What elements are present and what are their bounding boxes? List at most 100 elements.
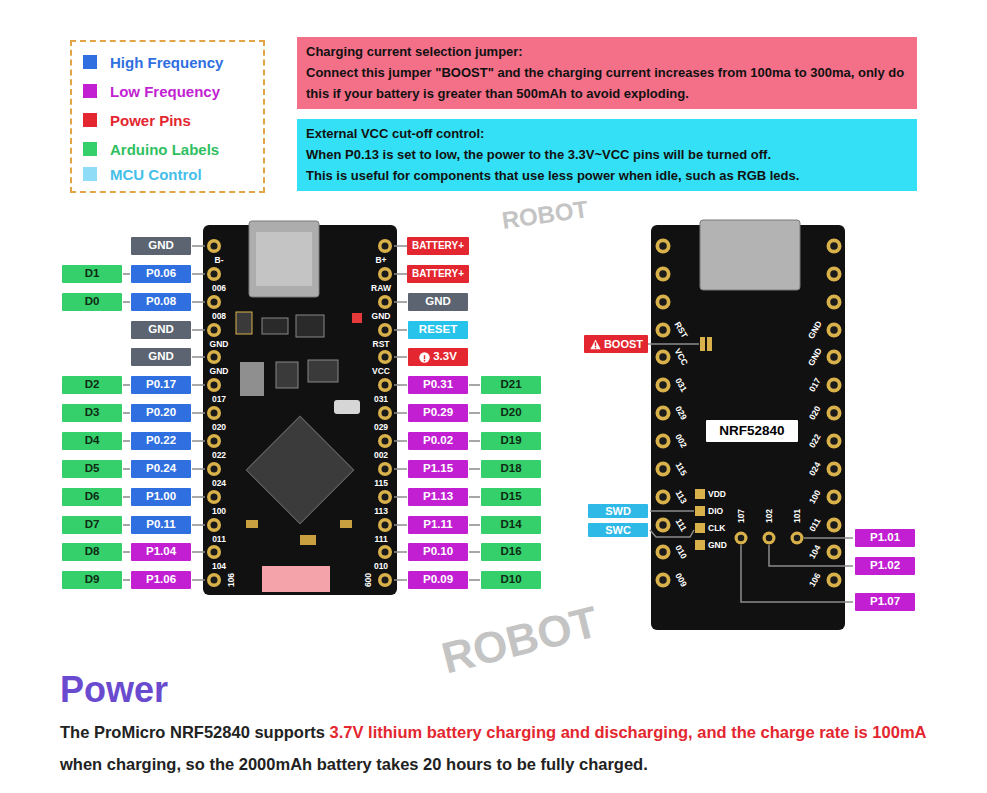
pin-pad [827,545,842,560]
silkscreen-label: GND [708,541,727,550]
pin-name: D15 [500,491,521,503]
silkscreen-label: RST [373,340,390,349]
leader-line [394,412,407,414]
pin-pad [378,239,392,253]
pin-pad [735,532,748,545]
leader-line [192,301,205,303]
pin-pad [827,239,842,254]
legend-text: High Frequency [110,55,223,70]
pin-name: P0.31 [423,379,453,391]
exclamation-dot [595,347,596,348]
pin-pad [656,518,671,533]
note-box: External VCC cut-off control:When P0.13 … [297,119,917,191]
pin-hole [830,465,838,473]
pin-label-box: D6 [62,488,122,506]
pin-hole [211,577,218,584]
exclamation-dot [424,360,425,361]
component [296,315,324,337]
component [246,520,258,528]
antenna [262,566,330,592]
leader-line [192,384,205,386]
legend-text: MCU Control [110,167,202,182]
pin-label-box: P0.08 [131,293,191,311]
pin-name: NRF52840 [719,424,784,438]
leader-line [192,356,205,358]
leader-line [804,537,853,539]
crystal [334,400,360,414]
connector [469,496,480,498]
pin-name: D18 [500,463,521,475]
pin-name: D1 [85,268,100,280]
pin-hole [211,327,218,334]
exclamation-bar [424,355,425,359]
connector [469,468,480,470]
pin-pad [656,267,671,282]
pin-hole [830,521,838,529]
debug-pad [695,540,705,550]
pin-name: BATTERY+ [412,241,464,251]
pin-hole [659,353,667,361]
pin-hole [659,548,667,556]
pin-hole [659,493,667,501]
silkscreen-label: 009 [364,573,373,587]
pin-pad [827,323,842,338]
pin-name: D9 [85,574,100,586]
pin-name: BATTERY+ [412,269,464,279]
pin-name: P0.24 [146,463,176,475]
silkscreen-label: GND [372,312,391,321]
leader-line [394,301,407,303]
warning-triangle [590,339,600,349]
pin-hole [830,493,838,501]
pin-pad [656,573,671,588]
pin-label-box: P0.10 [408,543,468,561]
watermark: ROBOT [500,197,589,233]
pin-label-box: D7 [62,516,122,534]
pin-label-box: P0.02 [408,432,468,450]
pin-pad [378,350,392,364]
pin-pad [827,434,842,449]
pin-label-box: P1.01 [855,529,915,547]
pin-name: D10 [500,574,521,586]
pin-pad [207,573,221,587]
silkscreen-label: GND [210,367,229,376]
pin-label-box: BATTERY+ [407,265,469,283]
silkscreen-label: 106 [227,573,236,587]
pin-pad [378,462,392,476]
connector [469,524,480,526]
pin-name: D8 [85,546,100,558]
pin-label-box: D14 [481,516,541,534]
pin-hole [382,522,389,529]
pin-pad [656,350,671,365]
pin-pad [207,545,221,559]
silkscreen-label: 107 [737,509,746,523]
pin-label-box: P0.06 [131,265,191,283]
mcu-chip [246,416,353,523]
pin-hole [659,242,667,250]
pin-label-box: D2 [62,376,122,394]
body-text: when charging, so the 2000mAh battery ta… [60,755,648,773]
note-text: This is useful for components that use l… [306,166,908,187]
pin-label-box: P1.04 [131,543,191,561]
pin-pad [656,406,671,421]
pin-name: P1.01 [870,532,900,544]
pin-label-box: 3.3V [408,348,468,366]
body-text: The ProMicro NRF52840 supports [60,723,325,741]
pin-name: D2 [85,379,100,391]
pin-pad [207,323,221,337]
pin-pad [656,490,671,505]
pin-pad [378,490,392,504]
boost-jumper [700,337,705,351]
pin-pad [207,518,221,532]
silkscreen-label: 011 [212,535,226,544]
leader-line [394,329,407,331]
pin-label-box: P1.11 [408,516,468,534]
leader-line [192,551,205,553]
pin-name: P1.07 [870,596,900,608]
pin-label-box: P0.31 [408,376,468,394]
pin-pad [656,462,671,477]
pin-label-box: P1.07 [855,593,915,611]
pin-pad [207,267,221,281]
pin-label-box: BATTERY+ [407,237,469,255]
pin-pad [378,295,392,309]
pin-name: P0.08 [146,296,176,308]
